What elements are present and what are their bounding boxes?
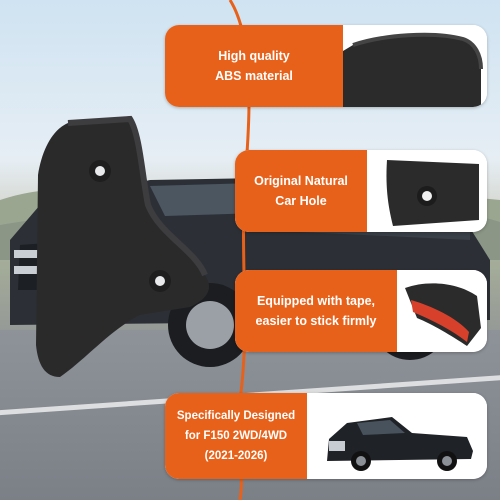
feature-line: Specifically Designed [176, 410, 296, 422]
mudflap-tape-closeup-icon [397, 270, 487, 352]
feature-text: High quality ABS material [165, 25, 343, 107]
feature-line: Original Natural [254, 174, 348, 188]
mudflap-hole-closeup-icon [367, 150, 487, 232]
feature-line: Equipped with tape, [256, 294, 376, 308]
truck-photo-icon [307, 393, 487, 479]
feature-card-abs: High quality ABS material [165, 25, 487, 107]
feature-line: (2021-2026) [204, 450, 268, 462]
mudflap-product-image [36, 115, 210, 377]
feature-text: Specifically Designed for F150 2WD/4WD (… [165, 393, 307, 479]
feature-card-tape: Equipped with tape, easier to stick firm… [235, 270, 487, 352]
feature-line: ABS material [215, 69, 293, 83]
feature-line: for F150 2WD/4WD [184, 430, 288, 442]
feature-line: easier to stick firmly [255, 314, 377, 328]
feature-card-hole: Original Natural Car Hole [235, 150, 487, 232]
feature-line: Car Hole [275, 194, 327, 208]
feature-line: High quality [218, 49, 290, 63]
feature-card-fitment: Specifically Designed for F150 2WD/4WD (… [165, 393, 487, 479]
feature-text: Equipped with tape, easier to stick firm… [235, 270, 397, 352]
feature-text: Original Natural Car Hole [235, 150, 367, 232]
mudflap-corner-closeup-icon [343, 25, 487, 107]
